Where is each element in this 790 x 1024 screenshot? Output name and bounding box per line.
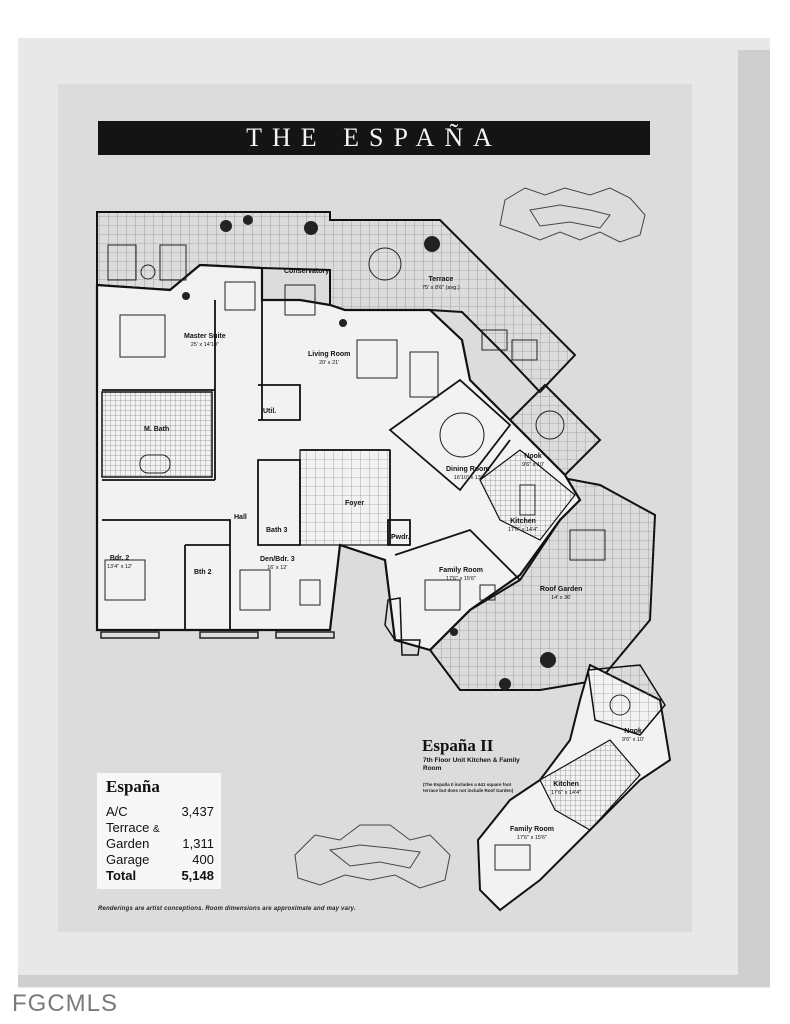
espana2-title: España II [422,736,494,755]
room-label-conservatory: Conservatory [284,268,330,275]
summary-row-ac: A/C 3,437 [106,805,214,819]
garage-strips [100,631,335,639]
foyer-tile [299,449,391,546]
disclaimer: Renderings are artist conceptions. Room … [98,906,356,912]
master-bath-tile [101,391,213,478]
summary-row-garage: Garage 400 [106,853,214,867]
room-label-master-bath: M. Bath [144,426,170,433]
bay-window [384,597,421,656]
garage-value: 400 [192,852,214,867]
garage-label: Garage [106,852,150,867]
total-value: 5,148 [181,868,214,883]
key-plan-bottom [294,824,451,889]
summary-row-garden: Garden 1,311 [106,837,214,851]
partitions [102,300,521,630]
espana2-note: (The España II includes a 641 square foo… [423,782,514,793]
room-label-bath-3: Bath 3 [266,527,288,534]
key-plan-top [499,187,646,243]
summary-row-terrace: Terrace & [106,821,214,837]
room-label-util: Util. [263,408,277,415]
room-label-bath-2: Bth 2 [194,569,212,576]
espana2-plan [476,663,672,912]
scan-edge-bottom [18,975,770,987]
roof-garden-area [428,468,657,691]
summary-brand: España [106,777,160,796]
ac-label: A/C [106,804,128,819]
plants [182,215,556,690]
summary-row-total: Total 5,148 [106,869,214,883]
room-label-powder: Pwdr. [391,534,410,541]
kitchen-tile [479,449,576,541]
page-title: THE ESPAÑA [98,121,650,155]
terrace-amp: & [152,824,160,835]
garden-label: Garden [106,836,150,851]
room-label-hall: Hall [234,514,247,521]
scan-edge-right [738,50,770,980]
terrace-label: Terrace [106,820,150,835]
room-label-foyer: Foyer [345,500,365,507]
ac-value: 3,437 [181,804,214,819]
furniture [104,244,606,611]
mls-watermark: FGCMLS [12,990,119,1017]
total-label: Total [106,868,137,883]
area-summary: España A/C 3,437 Terrace & Garden 1,311 … [97,773,221,889]
espana2-description: 7th Floor Unit Kitchen & Family Room [423,757,520,772]
garden-value: 1,311 [182,836,214,851]
